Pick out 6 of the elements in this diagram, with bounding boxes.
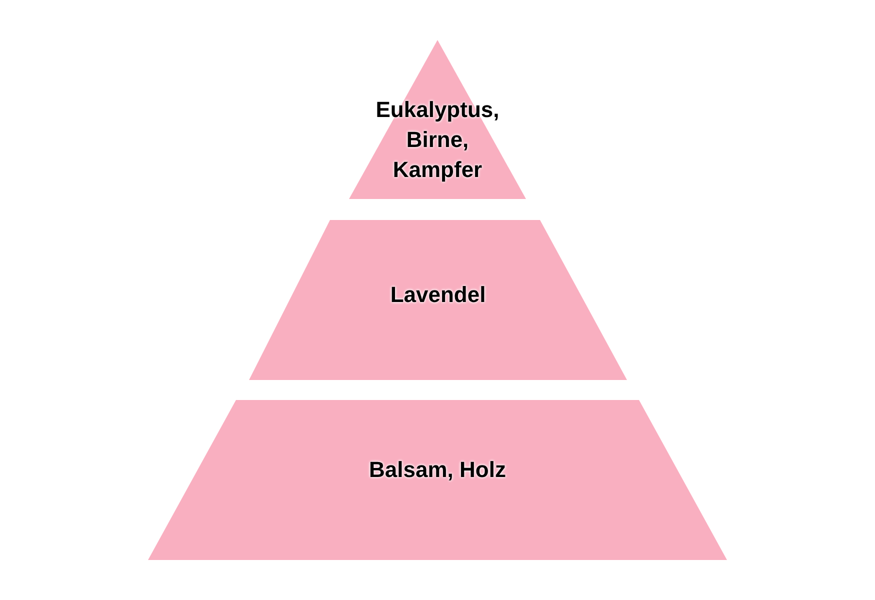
tier-label: Lavendel xyxy=(390,281,486,309)
pyramid-top-triangle xyxy=(349,40,526,199)
tier-label: Eukalyptus, Birne, Kampfer xyxy=(374,96,500,184)
pyramid-middle-tier xyxy=(249,220,627,380)
tier-label: Balsam, Holz xyxy=(369,456,506,484)
pyramid-bottom-tier xyxy=(148,400,727,560)
